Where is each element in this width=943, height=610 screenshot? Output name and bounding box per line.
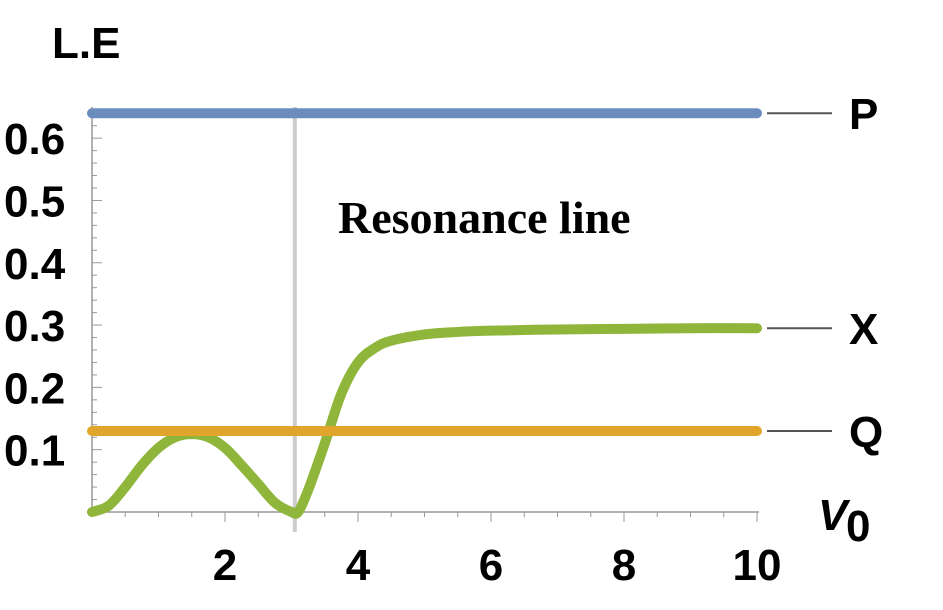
x-tick-label: 6 xyxy=(479,541,503,590)
y-tick-label: 0.3 xyxy=(4,302,65,351)
y-tick-label: 0.1 xyxy=(4,427,65,476)
x-tick-label: 4 xyxy=(346,541,371,590)
series-layer xyxy=(87,108,762,519)
series-p-label: P xyxy=(849,90,878,139)
y-tick-label: 0.4 xyxy=(4,240,66,289)
labels-layer: P X Q xyxy=(767,90,883,457)
x-tick-label: 2 xyxy=(213,541,237,590)
axes: 2 4 6 8 10 0.1 0.2 0.3 0.4 0.5 0.6 xyxy=(4,107,781,590)
y-axis-title: L.E xyxy=(52,19,120,68)
x-tick-label: 8 xyxy=(612,541,636,590)
x-axis-title-subscript: 0 xyxy=(846,502,870,551)
series-q-label: Q xyxy=(849,408,883,457)
resonance-line-annotation: Resonance line xyxy=(338,192,631,243)
x-axis-title: V xyxy=(818,491,851,540)
x-tick-label: 10 xyxy=(733,541,782,590)
y-tick-label: 0.5 xyxy=(4,177,65,226)
y-tick-label: 0.2 xyxy=(4,364,65,413)
series-x-label: X xyxy=(849,305,878,354)
series-x-line xyxy=(87,323,762,519)
y-tick-label: 0.6 xyxy=(4,115,65,164)
